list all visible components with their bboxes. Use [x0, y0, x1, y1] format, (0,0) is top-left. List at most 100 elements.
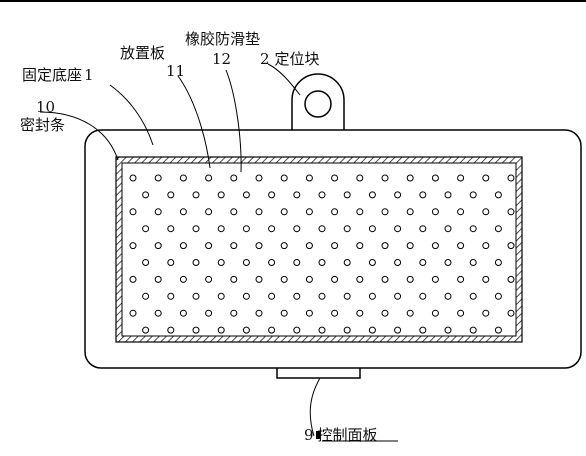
anti-slip-hole — [242, 225, 250, 233]
anti-slip-hole — [217, 225, 225, 233]
anti-slip-hole — [305, 174, 313, 182]
anti-slip-hole — [419, 225, 427, 233]
anti-slip-hole — [482, 309, 490, 317]
anti-slip-hole — [431, 208, 439, 216]
anti-slip-hole — [381, 242, 389, 250]
anti-slip-hole — [217, 326, 225, 334]
anti-slip-hole — [394, 225, 402, 233]
anti-slip-hole — [179, 174, 187, 182]
anti-slip-hole — [457, 275, 465, 283]
anti-slip-hole — [368, 326, 376, 334]
anti-slip-hole — [419, 292, 427, 300]
anti-slip-hole — [305, 242, 313, 250]
anti-slip-hole — [394, 292, 402, 300]
anti-slip-hole — [205, 275, 213, 283]
pad-number: 12 — [212, 50, 231, 68]
anti-slip-hole — [154, 309, 162, 317]
anti-slip-hole — [469, 259, 477, 266]
anti-slip-hole — [431, 275, 439, 283]
anti-slip-hole — [255, 275, 263, 283]
anti-slip-hole — [129, 174, 137, 182]
anti-slip-hole — [469, 326, 477, 334]
anti-slip-hole — [142, 326, 150, 334]
anti-slip-hole — [154, 275, 162, 283]
anti-slip-hole — [142, 259, 150, 266]
anti-slip-hole — [280, 242, 288, 250]
anti-slip-hole — [242, 292, 250, 300]
anti-slip-hole — [494, 259, 502, 266]
anti-slip-hole — [318, 292, 326, 300]
anti-slip-hole — [406, 208, 414, 216]
anti-slip-holes — [129, 174, 515, 334]
anti-slip-hole — [507, 174, 515, 182]
anti-slip-hole — [242, 259, 250, 266]
anti-slip-hole — [507, 208, 515, 216]
anti-slip-hole — [343, 292, 351, 300]
anti-slip-hole — [230, 208, 238, 216]
anti-slip-hole — [192, 225, 200, 233]
anti-slip-hole — [356, 309, 364, 317]
anti-slip-hole — [318, 225, 326, 233]
anti-slip-hole — [268, 225, 276, 233]
anti-slip-hole — [255, 309, 263, 317]
anti-slip-hole — [368, 225, 376, 233]
anti-slip-hole — [167, 259, 175, 266]
anti-slip-hole — [268, 326, 276, 334]
anti-slip-hole — [293, 259, 301, 266]
anti-slip-hole — [381, 309, 389, 317]
anti-slip-hole — [431, 242, 439, 250]
anti-slip-hole — [381, 275, 389, 283]
anti-slip-hole — [482, 242, 490, 250]
anti-slip-hole — [255, 242, 263, 250]
anti-slip-hole — [356, 242, 364, 250]
anti-slip-hole — [419, 191, 427, 199]
panel-label-dot — [316, 431, 320, 439]
anti-slip-hole — [431, 309, 439, 317]
anti-slip-hole — [482, 275, 490, 283]
anti-slip-hole — [469, 191, 477, 199]
anti-slip-hole — [230, 174, 238, 182]
anti-slip-hole — [179, 275, 187, 283]
anti-slip-hole — [255, 174, 263, 182]
anti-slip-hole — [343, 191, 351, 199]
anti-slip-hole — [293, 225, 301, 233]
anti-slip-hole — [457, 309, 465, 317]
seal-number: 10 — [36, 98, 55, 116]
anti-slip-hole — [356, 208, 364, 216]
anti-slip-hole — [293, 326, 301, 334]
anti-slip-hole — [507, 309, 515, 317]
anti-slip-hole — [444, 292, 452, 300]
anti-slip-hole — [167, 225, 175, 233]
anti-slip-hole — [343, 326, 351, 334]
anti-slip-hole — [293, 191, 301, 199]
anti-slip-hole — [494, 292, 502, 300]
anti-slip-hole — [482, 208, 490, 216]
anti-slip-hole — [331, 208, 339, 216]
anti-slip-hole — [268, 259, 276, 266]
leader-pad — [225, 69, 242, 173]
anti-slip-hole — [217, 292, 225, 300]
anti-slip-hole — [129, 242, 137, 250]
anti-slip-hole — [217, 191, 225, 199]
pad-label: 橡胶防滑垫 — [185, 30, 260, 48]
anti-slip-hole — [268, 292, 276, 300]
anti-slip-hole — [406, 174, 414, 182]
anti-slip-hole — [179, 242, 187, 250]
anti-slip-hole — [419, 326, 427, 334]
anti-slip-hole — [230, 309, 238, 317]
anti-slip-hole — [444, 259, 452, 266]
anti-slip-hole — [167, 191, 175, 199]
anti-slip-hole — [280, 174, 288, 182]
anti-slip-hole — [142, 292, 150, 300]
anti-slip-hole — [154, 242, 162, 250]
anti-slip-hole — [343, 225, 351, 233]
anti-slip-hole — [129, 309, 137, 317]
anti-slip-hole — [230, 275, 238, 283]
anti-slip-hole — [129, 275, 137, 283]
leader-seal — [39, 111, 119, 161]
anti-slip-hole — [167, 292, 175, 300]
anti-slip-hole — [167, 326, 175, 334]
